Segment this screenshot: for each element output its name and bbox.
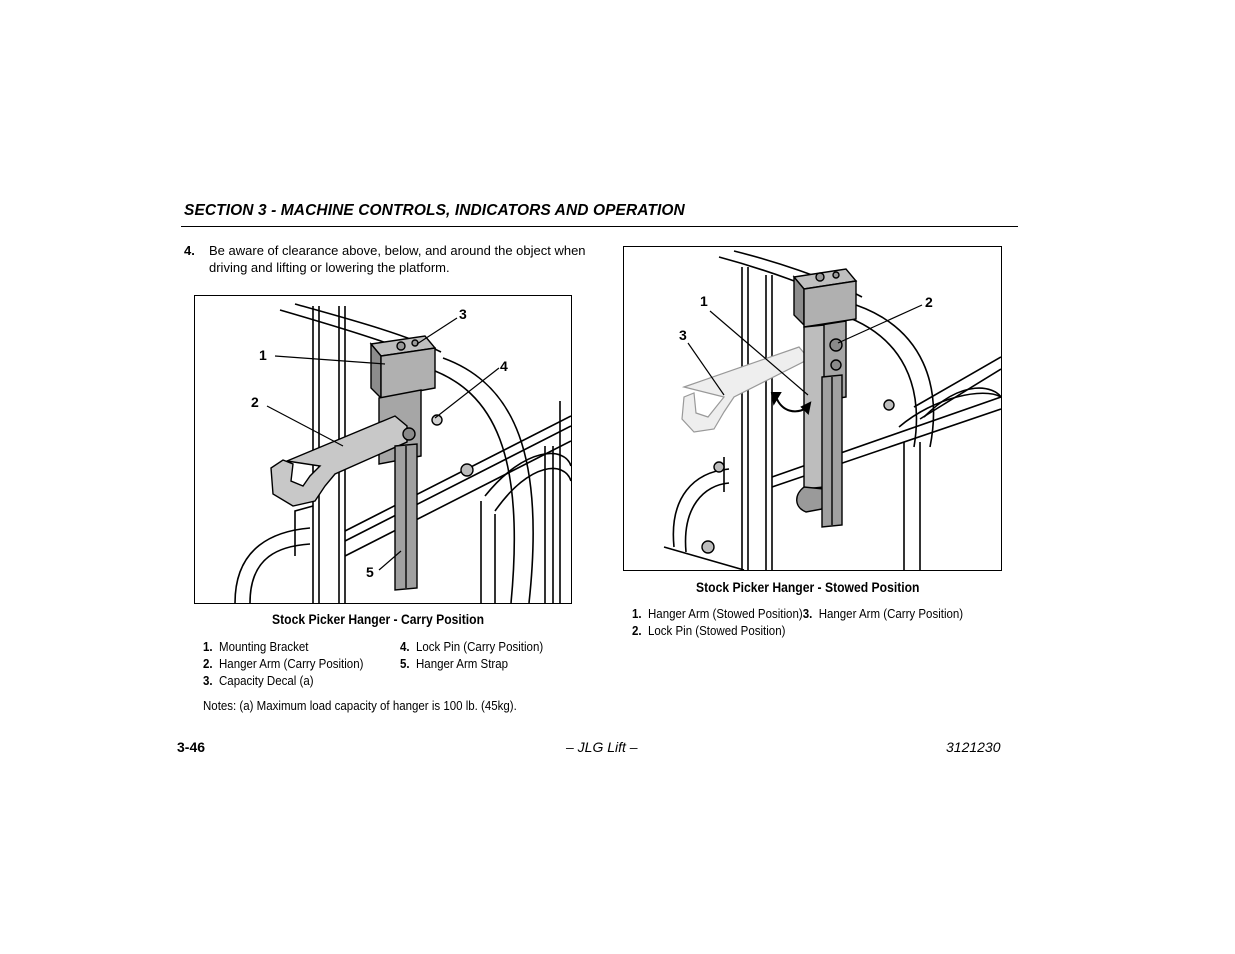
callout-1: 1 — [259, 347, 267, 363]
step-number: 4. — [184, 243, 195, 258]
callout-2: 2 — [251, 394, 259, 410]
legend-item: 2. Hanger Arm (Carry Position) — [203, 657, 364, 671]
legend-item: 5. Hanger Arm Strap — [400, 657, 509, 671]
legend-carry: 1. Mounting Bracket 2. Hanger Arm (Carry… — [203, 639, 363, 690]
legend-item: 1. Hanger Arm (Stowed Position)3. Hanger… — [632, 607, 964, 621]
callout-1: 1 — [700, 293, 708, 309]
legend-item: 1. Mounting Bracket — [203, 640, 309, 654]
figure-carry-position: 1 2 3 4 5 — [194, 295, 572, 604]
caption-carry: Stock Picker Hanger - Carry Position — [272, 612, 485, 627]
page-number: 3-46 — [177, 739, 206, 755]
legend-stowed: 1. Hanger Arm (Stowed Position)3. Hanger… — [632, 606, 963, 640]
step-text: Be aware of clearance above, below, and … — [209, 243, 586, 275]
legend-item: 4. Lock Pin (Carry Position) — [400, 640, 544, 654]
document-number: 3121230 — [946, 739, 1001, 755]
footer-brand: – JLG Lift – — [566, 739, 638, 755]
callout-5: 5 — [366, 564, 374, 580]
caption-stowed: Stock Picker Hanger - Stowed Position — [696, 580, 920, 595]
carry-position-illustration — [234, 303, 571, 603]
callout-2: 2 — [925, 294, 933, 310]
stowed-position-illustration — [663, 250, 1001, 570]
notes-carry: Notes: (a) Maximum load capacity of hang… — [203, 699, 517, 713]
legend-carry-col2: 4. Lock Pin (Carry Position) 5. Hanger A… — [400, 639, 543, 673]
callout-4: 4 — [500, 358, 508, 374]
legend-item: 2. Lock Pin (Stowed Position) — [632, 624, 786, 638]
section-title: SECTION 3 - MACHINE CONTROLS, INDICATORS… — [184, 202, 685, 219]
callout-3: 3 — [679, 327, 687, 343]
figure-stowed-position: 1 2 3 — [623, 246, 1002, 571]
callout-3: 3 — [459, 306, 467, 322]
header-rule — [181, 226, 1018, 227]
legend-item: 3. Capacity Decal (a) — [203, 674, 314, 688]
